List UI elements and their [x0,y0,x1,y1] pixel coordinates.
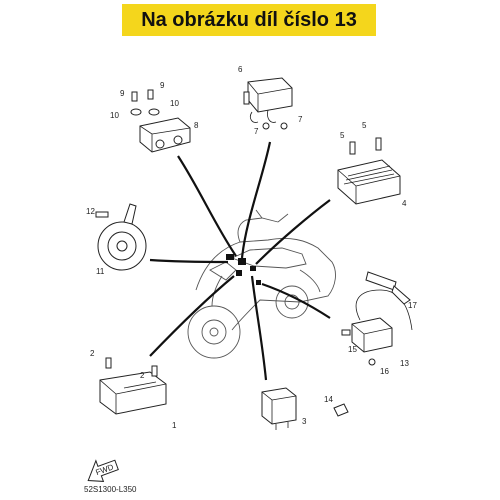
part-14-clip: 14 [324,395,349,417]
svg-text:13: 13 [400,359,409,368]
part-3-relay: 3 [261,387,307,430]
part-13-ignition-coil: 17 15 16 13 [341,271,417,376]
part-11-horn: 12 11 [86,203,147,276]
part-4-regulator: 5 5 4 [337,121,407,208]
svg-text:15: 15 [348,345,357,354]
svg-text:5: 5 [362,121,367,130]
scooter-outline [187,209,336,359]
svg-text:9: 9 [120,89,125,98]
svg-text:17: 17 [408,301,417,310]
fwd-arrow-icon: FWD [87,459,119,482]
svg-text:7: 7 [298,115,303,124]
banner-title: Na obrázku díl číslo 13 [141,8,357,31]
diagram-code: 52S1300-L350 [84,485,137,494]
svg-text:14: 14 [324,395,333,404]
svg-text:2: 2 [90,349,95,358]
svg-text:6: 6 [238,65,243,74]
svg-text:10: 10 [110,111,119,120]
part-1-unit: 2 1 2 [90,349,177,430]
svg-text:11: 11 [96,267,105,276]
svg-text:3: 3 [302,417,307,426]
leader-lines [149,141,331,381]
svg-text:4: 4 [402,199,407,208]
title-banner: Na obrázku díl číslo 13 [122,4,376,36]
part-6-relay: 6 7 7 [238,65,303,136]
svg-text:2: 2 [140,371,145,380]
svg-text:9: 9 [160,81,165,90]
svg-text:7: 7 [254,127,259,136]
svg-text:5: 5 [340,131,345,140]
svg-text:16: 16 [380,367,389,376]
svg-text:8: 8 [194,121,199,130]
svg-text:10: 10 [170,99,179,108]
svg-text:12: 12 [86,207,95,216]
svg-text:1: 1 [172,421,177,430]
part-8-bracket: 8 9 9 10 10 [110,81,199,153]
